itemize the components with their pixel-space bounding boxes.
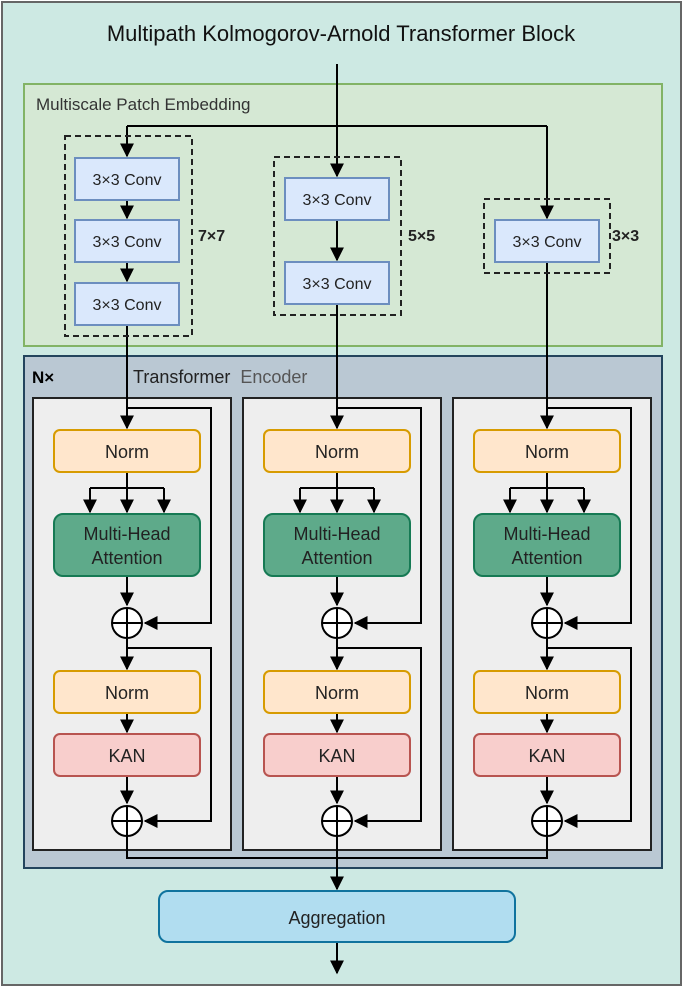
- norm-label: Norm: [525, 683, 569, 703]
- attention-label-line1: Multi-Head: [83, 524, 170, 544]
- encoder-label-part2: Encoder: [240, 367, 307, 387]
- branch-dashed-box: [483, 198, 611, 274]
- attention-box: [53, 513, 201, 577]
- conv-label: 3×3 Conv: [303, 276, 372, 293]
- residual-connector: [127, 407, 212, 630]
- attention-label-line2: Attention: [301, 548, 372, 568]
- attention-box: [263, 513, 411, 577]
- norm-box: [263, 429, 411, 473]
- residual-connector: [547, 647, 632, 828]
- attention-label-line1: Multi-Head: [293, 524, 380, 544]
- residual-connector: [337, 647, 422, 828]
- residual-connector: [547, 407, 632, 630]
- encoder-label: Transformer Encoder: [133, 367, 307, 387]
- norm-label: Norm: [105, 442, 149, 462]
- norm-label: Norm: [105, 683, 149, 703]
- page-title: Multipath Kolmogorov-Arnold Transformer …: [107, 21, 576, 46]
- conv-box: [284, 261, 390, 305]
- norm-box: [473, 670, 621, 714]
- conv-label: 3×3 Conv: [93, 172, 162, 189]
- norm-label: Norm: [315, 442, 359, 462]
- conv-box: [74, 219, 180, 263]
- branch-dashed-box: [64, 135, 193, 337]
- attention-label-line2: Attention: [91, 548, 162, 568]
- kan-label: KAN: [108, 746, 145, 766]
- kan-label: KAN: [318, 746, 355, 766]
- norm-box: [473, 429, 621, 473]
- conv-box: [494, 219, 600, 263]
- conv-box: [74, 157, 180, 201]
- kan-box: [53, 733, 201, 777]
- encoder-blocks: NormMulti-HeadAttentionNormKANNormMulti-…: [53, 429, 621, 837]
- conv-label: 3×3 Conv: [93, 297, 162, 314]
- encoder-label-part1: Transformer: [133, 367, 230, 387]
- norm-box: [53, 429, 201, 473]
- norm-box: [53, 670, 201, 714]
- branch-dashed-box: [273, 156, 402, 316]
- norm-label: Norm: [315, 683, 359, 703]
- embedding-label: Multiscale Patch Embedding: [36, 95, 251, 114]
- aggregation-label: Aggregation: [288, 908, 385, 928]
- attention-label-line1: Multi-Head: [503, 524, 590, 544]
- branch-scale-label: 3×3: [612, 228, 639, 245]
- conv-label: 3×3 Conv: [93, 234, 162, 251]
- attention-box: [473, 513, 621, 577]
- attention-label-line2: Attention: [511, 548, 582, 568]
- aggregation-box: [158, 890, 516, 943]
- kan-label: KAN: [528, 746, 565, 766]
- embedding-branches: 3×3 Conv 3×3 Conv 3×3 Conv 7×7 3×3 Conv 3×3 C…: [64, 135, 639, 337]
- kan-box: [473, 733, 621, 777]
- residual-connector: [337, 407, 422, 630]
- branch-scale-label: 5×5: [408, 228, 435, 245]
- branch-scale-label: 7×7: [198, 228, 225, 245]
- norm-box: [263, 670, 411, 714]
- connectors: [83, 64, 632, 975]
- norm-label: Norm: [525, 442, 569, 462]
- residual-connector: [127, 647, 212, 828]
- encoder-repeat-label: N×: [32, 368, 54, 387]
- conv-label: 3×3 Conv: [303, 192, 372, 209]
- conv-label: 3×3 Conv: [513, 234, 582, 251]
- conv-box: [74, 282, 180, 326]
- kan-box: [263, 733, 411, 777]
- conv-box: [284, 177, 390, 221]
